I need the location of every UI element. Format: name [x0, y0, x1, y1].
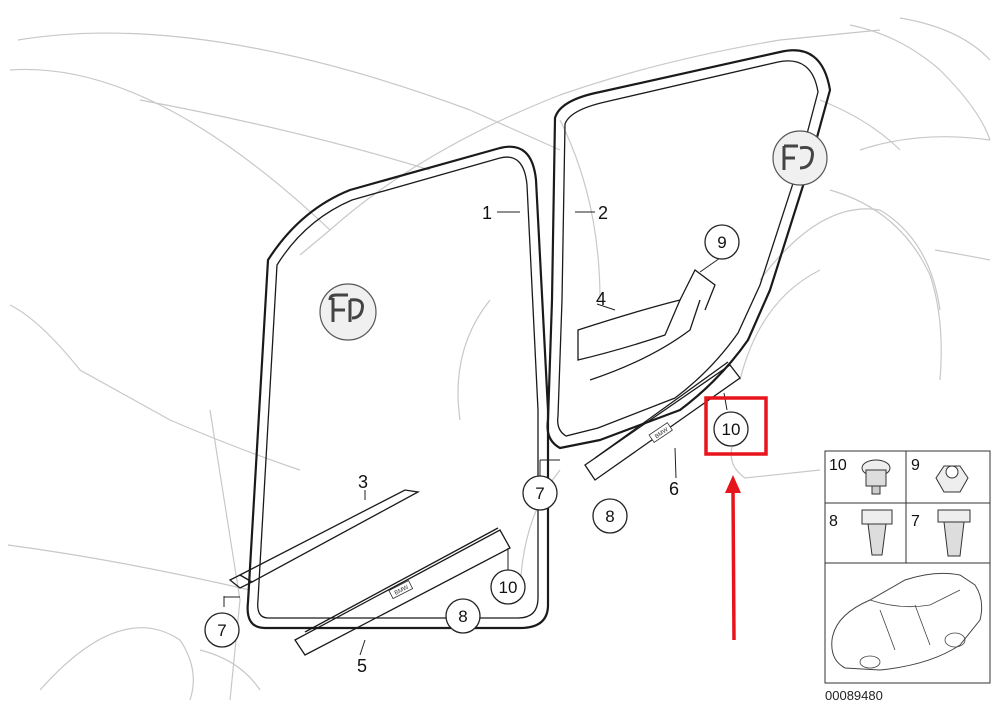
callout-10-front: 10	[499, 578, 518, 597]
red-arrow-icon	[725, 475, 741, 641]
rear-sill-plate: BMW	[584, 361, 741, 481]
rear-door-seal	[546, 49, 832, 450]
callout-6: 6	[669, 479, 679, 499]
legend-label-8: 8	[829, 513, 838, 530]
callout-7-rear: 7	[535, 484, 544, 503]
callout-8-rear: 8	[605, 507, 614, 526]
callout-9: 9	[717, 233, 726, 252]
gf-logo-icon	[319, 283, 377, 341]
gf-logo-icon	[772, 130, 828, 186]
hex-nut-icon	[935, 465, 969, 493]
legend-label-7: 7	[911, 513, 920, 530]
callout-4: 4	[596, 289, 606, 309]
callout-10-rear: 10	[722, 420, 741, 439]
front-sill-strip	[228, 489, 421, 589]
diagram-code: 00089480	[825, 688, 883, 703]
callout-7-front: 7	[217, 621, 226, 640]
callout-3: 3	[358, 472, 368, 492]
callout-2: 2	[598, 203, 608, 223]
car-locator-icon	[831, 572, 983, 671]
push-clip-icon	[937, 509, 971, 557]
legend-label-10: 10	[829, 457, 847, 474]
legend-label-9: 9	[911, 457, 920, 474]
callout-5: 5	[357, 656, 367, 676]
callout-8-front: 8	[458, 607, 467, 626]
highlight-box	[704, 396, 768, 456]
callout-1: 1	[482, 203, 492, 223]
front-door-seal	[246, 145, 550, 630]
expansion-rivet-icon	[861, 509, 893, 556]
fastener-legend: 10 9 8 7	[824, 450, 991, 684]
front-sill-plate: BMW	[294, 527, 511, 656]
car-body-outline	[7, 17, 991, 701]
clip-nut-icon	[861, 459, 891, 495]
b-pillar-trim	[577, 269, 716, 381]
